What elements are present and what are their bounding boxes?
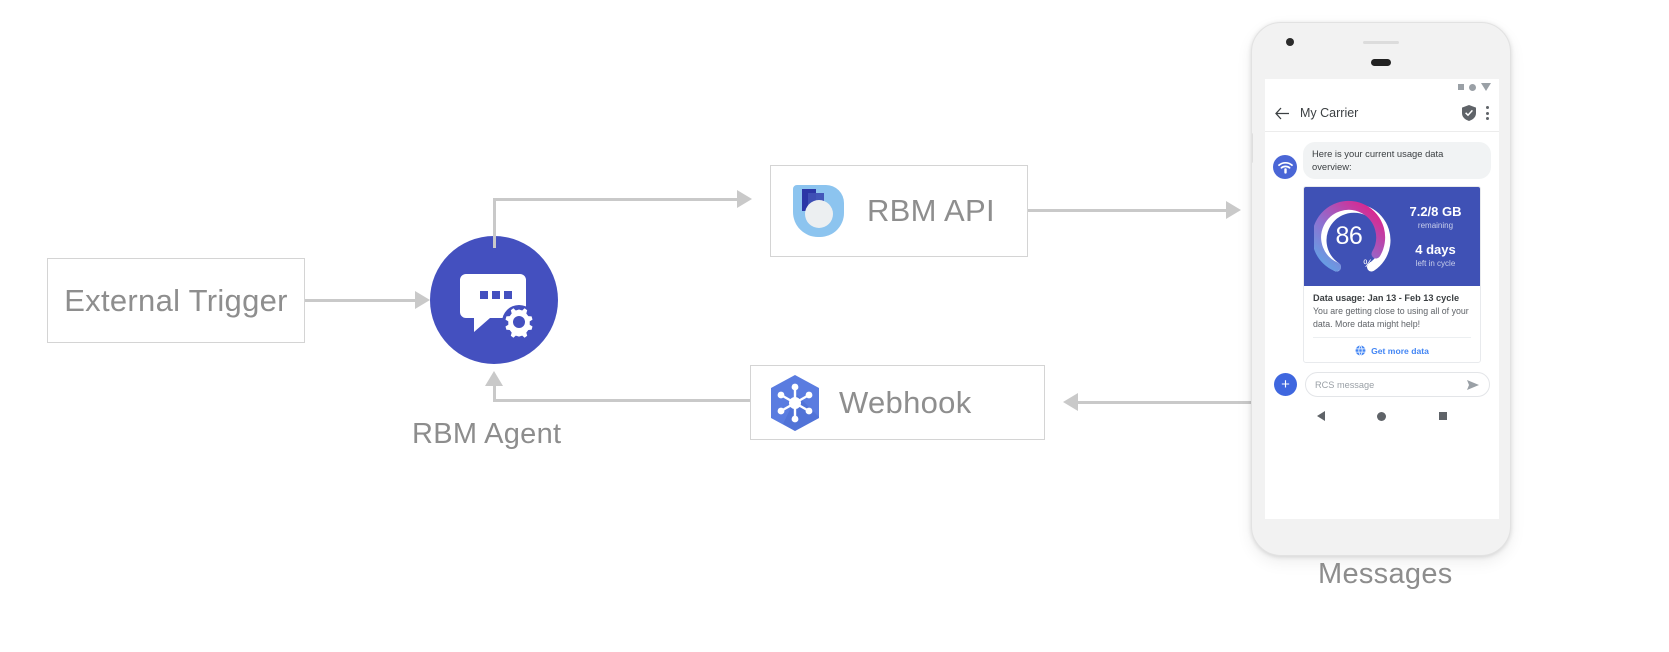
external-trigger-label: External Trigger <box>64 282 288 318</box>
device-screen: My Carrier <box>1265 79 1499 519</box>
arrowhead-agent-to-api <box>737 190 752 208</box>
app-bar: My Carrier <box>1265 95 1499 132</box>
days-caption: left in cycle <box>1415 259 1456 269</box>
rich-card-body: Data usage: Jan 13 - Feb 13 cycle You ar… <box>1304 286 1480 362</box>
connector-agent-to-api <box>493 198 739 201</box>
webhook-node[interactable]: Webhook <box>750 365 1045 440</box>
rich-card[interactable]: 86% 7.2/8 GB remaining 4 days left in cy… <box>1303 186 1481 363</box>
triangle-down-icon <box>1481 83 1491 91</box>
arrowhead-device-to-webhook <box>1063 393 1078 411</box>
external-trigger-node[interactable]: External Trigger <box>47 258 305 343</box>
days-amount: 4 days <box>1415 242 1456 258</box>
recents-square-icon[interactable] <box>1438 412 1447 420</box>
incoming-message-text: Here is your current usage data overview… <box>1303 142 1491 180</box>
connector-api-to-device <box>1028 209 1228 212</box>
plus-icon[interactable]: + <box>1274 373 1297 396</box>
connector-webhook-to-agent <box>493 399 750 402</box>
speaker-slot <box>1371 59 1391 66</box>
gauge-value: 86% <box>1335 222 1373 270</box>
rbm-agent-label: RBM Agent <box>412 418 562 450</box>
rcs-agent-wifi-icon <box>1273 155 1297 180</box>
chat-gear-icon <box>460 274 536 339</box>
android-nav-bar <box>1265 403 1499 429</box>
connector-trigger-to-agent <box>305 299 417 302</box>
arrowhead-webhook-to-agent <box>485 371 503 386</box>
rbm-agent-node[interactable] <box>430 236 558 364</box>
connector-agent-up-return <box>493 385 496 401</box>
device-messages-phone: My Carrier <box>1251 22 1511 556</box>
rich-card-hero-stats: 7.2/8 GB remaining 4 days left in cycle <box>1394 204 1474 269</box>
send-icon[interactable] <box>1466 379 1480 391</box>
rich-card-hero: 86% 7.2/8 GB remaining 4 days left in cy… <box>1304 187 1480 287</box>
shield-check-icon <box>1462 105 1476 121</box>
arrowhead-trigger-to-agent <box>415 291 430 309</box>
back-arrow-icon[interactable] <box>1275 107 1290 120</box>
connector-device-to-webhook <box>1078 401 1252 404</box>
rich-card-title: Data usage: Jan 13 - Feb 13 cycle <box>1313 293 1460 304</box>
overflow-menu-icon[interactable] <box>1486 106 1489 120</box>
globe-icon <box>1355 345 1366 356</box>
connector-agent-up <box>493 198 496 248</box>
rbm-api-label: RBM API <box>867 193 995 228</box>
get-more-data-label: Get more data <box>1371 345 1429 356</box>
status-bar <box>1265 79 1499 95</box>
rbm-api-node[interactable]: RBM API <box>770 165 1028 257</box>
circle-icon <box>1469 83 1476 91</box>
rbm-api-droplet-icon <box>793 185 844 237</box>
earpiece-grille <box>1363 41 1399 44</box>
rich-card-description: You are getting close to using all of yo… <box>1313 306 1469 329</box>
home-circle-icon[interactable] <box>1377 411 1387 421</box>
cloud-functions-hexagon-icon <box>771 374 819 431</box>
rcs-message-placeholder: RCS message <box>1315 379 1375 390</box>
data-usage-gauge: 86% <box>1312 197 1394 277</box>
device-label: Messages <box>1318 558 1453 590</box>
side-button[interactable] <box>1252 133 1253 163</box>
message-composer: + RCS message <box>1265 363 1499 403</box>
conversation-title: My Carrier <box>1300 106 1359 120</box>
data-caption: remaining <box>1417 221 1454 231</box>
conversation-area: Here is your current usage data overview… <box>1265 132 1499 363</box>
front-camera <box>1286 38 1294 46</box>
square-icon <box>1458 84 1464 90</box>
arrowhead-api-to-device <box>1226 201 1241 219</box>
rcs-message-input[interactable]: RCS message <box>1305 372 1490 397</box>
webhook-label: Webhook <box>839 384 972 420</box>
get-more-data-button[interactable]: Get more data <box>1313 337 1471 356</box>
data-amount: 7.2/8 GB <box>1409 204 1462 220</box>
back-triangle-icon[interactable] <box>1317 411 1326 421</box>
incoming-message-row: Here is your current usage data overview… <box>1273 142 1491 180</box>
